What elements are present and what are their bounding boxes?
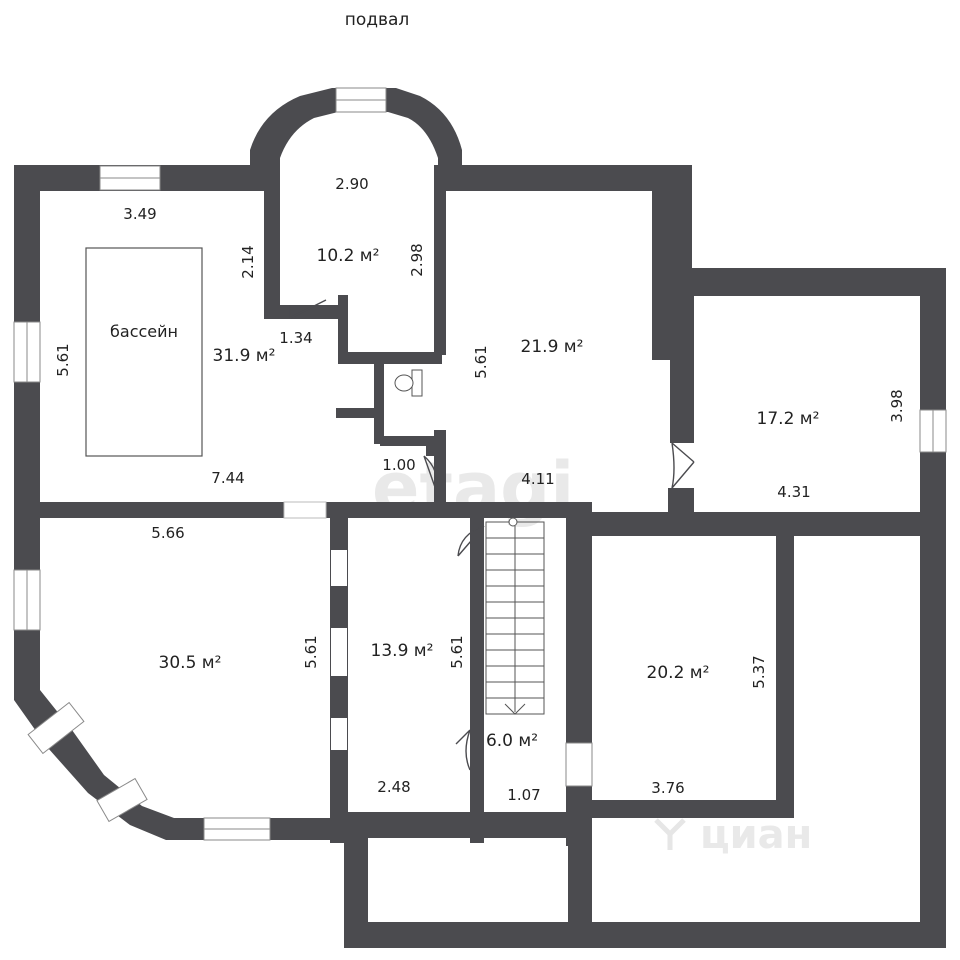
window-sw-left [13,569,41,631]
area-bay-room: 10.2 м² [317,246,380,266]
door-stair-top [457,525,485,557]
dim-5-61-middle: 5.61 [448,635,466,668]
area-middle-room: 13.9 м² [371,641,434,661]
door-center [423,455,438,491]
dim-5-37: 5.37 [750,655,768,688]
area-pool-room: 31.9 м² [213,346,276,366]
page-title: подвал [345,10,410,30]
area-east-room: 17.2 м² [757,409,820,429]
toilet-icon [394,369,423,397]
doors [289,299,695,771]
window-top-left [99,165,161,191]
windows [13,87,947,841]
dim-4-31: 4.31 [777,483,810,501]
dim-5-61-pool: 5.61 [54,343,72,376]
opening-3 [331,718,347,750]
dim-3-49: 3.49 [123,205,156,223]
area-south-room: 20.2 м² [647,663,710,683]
window-bay-top [335,87,387,113]
watermark-cian: циан [700,812,812,858]
area-stair: 6.0 м² [486,731,538,751]
dim-5-61-center: 5.61 [472,345,490,378]
pool-label: бассейн [110,322,178,341]
dim-4-11: 4.11 [521,470,554,488]
dim-7-44: 7.44 [211,469,244,487]
opening-1 [331,550,347,586]
door-east [671,442,695,489]
window-south [565,742,593,787]
dim-2-90: 2.90 [335,175,368,193]
walls [14,88,946,948]
dim-1-00: 1.00 [382,456,415,474]
dim-3-98: 3.98 [888,389,906,422]
window-left [13,321,41,383]
door-stair-bottom [455,729,471,771]
window-sw-diag-2 [96,777,148,823]
cian-logo-icon [654,818,686,850]
door-bay [289,299,327,319]
dim-5-66: 5.66 [151,524,184,542]
dim-5-61-sw: 5.61 [302,635,320,668]
opening-2 [331,628,347,676]
window-sw-bottom [203,817,271,841]
window-sw-diag-1 [27,701,85,755]
dim-1-34: 1.34 [279,329,312,347]
area-center-room: 21.9 м² [521,337,584,357]
dim-1-07: 1.07 [507,786,540,804]
pool [85,247,203,457]
staircase [485,517,545,715]
dim-2-98: 2.98 [408,243,426,276]
dim-3-76: 3.76 [651,779,684,797]
dim-2-48: 2.48 [377,778,410,796]
doorway-pool-sw [283,501,327,519]
area-southwest-room: 30.5 м² [159,653,222,673]
window-east [919,409,947,453]
dim-2-14: 2.14 [239,245,257,278]
